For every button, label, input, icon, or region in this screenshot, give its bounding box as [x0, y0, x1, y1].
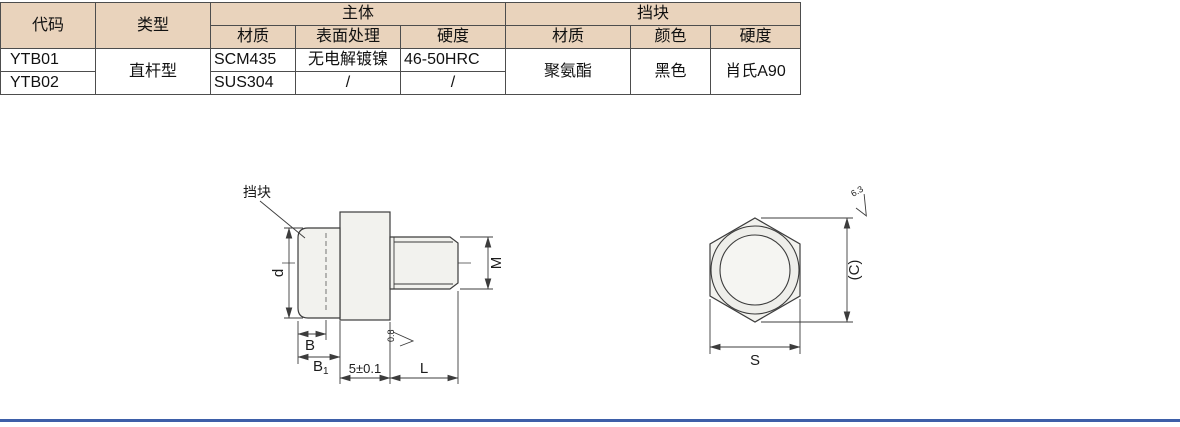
- inner-circle: [719, 234, 791, 306]
- dim-B1: B1: [297, 321, 341, 384]
- header-stopper-hardness: 硬度: [710, 25, 801, 49]
- header-stopper: 挡块: [505, 2, 801, 26]
- dim-label-C: (C): [846, 260, 863, 281]
- cell-stopper-hardness: 肖氏A90: [710, 48, 801, 95]
- dim-label-L: L: [420, 360, 428, 377]
- stopper-profile: [297, 227, 341, 319]
- header-body-material: 材质: [210, 25, 296, 49]
- stopper-callout: 挡块: [243, 184, 306, 239]
- cell-stopper-color: 黑色: [630, 48, 711, 95]
- dim-5: 5±0.1: [339, 322, 391, 384]
- dim-label-B: B: [305, 337, 315, 354]
- dim-C: (C): [761, 217, 863, 323]
- roughness-symbol-08: 0.8: [386, 329, 415, 347]
- dim-M: M: [460, 236, 505, 290]
- header-stopper-color: 颜色: [630, 25, 711, 49]
- stopper-callout-label: 挡块: [243, 184, 271, 200]
- stopper-callout-leader: [259, 200, 306, 239]
- roughness-value-08: 0.8: [386, 329, 396, 342]
- dim-L: L: [389, 291, 459, 384]
- header-main-body: 主体: [210, 2, 506, 26]
- threaded-shank: [389, 236, 459, 290]
- cell-hardness-row2: /: [400, 71, 506, 95]
- cell-surface-row2: /: [295, 71, 401, 95]
- hex-head-side: [339, 211, 391, 321]
- dim-label-S: S: [750, 352, 760, 369]
- dim-d: d: [270, 227, 303, 319]
- header-body-surface: 表面处理: [295, 25, 401, 49]
- header-body-hardness: 硬度: [400, 25, 506, 49]
- header-code: 代码: [0, 2, 96, 49]
- dim-label-d: d: [270, 269, 287, 277]
- cell-code-row1: YTB01: [0, 48, 96, 72]
- spec-table: 代码 类型 主体 挡块 材质 表面处理 硬度 材质 颜色 硬度 YTB01 直杆…: [0, 2, 801, 95]
- dim-S: S: [709, 299, 801, 369]
- cell-code-row2: YTB02: [0, 71, 96, 95]
- front-view-drawing: (C) S 6.3: [709, 184, 867, 369]
- side-view-drawing: 挡块 d M B: [243, 184, 505, 384]
- dim-label-5: 5±0.1: [349, 361, 381, 376]
- roughness-symbol-63: 6.3: [849, 184, 867, 217]
- cell-type: 直杆型: [95, 48, 211, 95]
- bottom-accent-rule: [0, 419, 1180, 422]
- dim-label-B1: B1: [313, 358, 329, 377]
- dim-label-M: M: [488, 257, 505, 270]
- cell-stopper-material: 聚氨酯: [505, 48, 631, 95]
- roughness-value-63: 6.3: [849, 184, 865, 199]
- header-stopper-material: 材质: [505, 25, 631, 49]
